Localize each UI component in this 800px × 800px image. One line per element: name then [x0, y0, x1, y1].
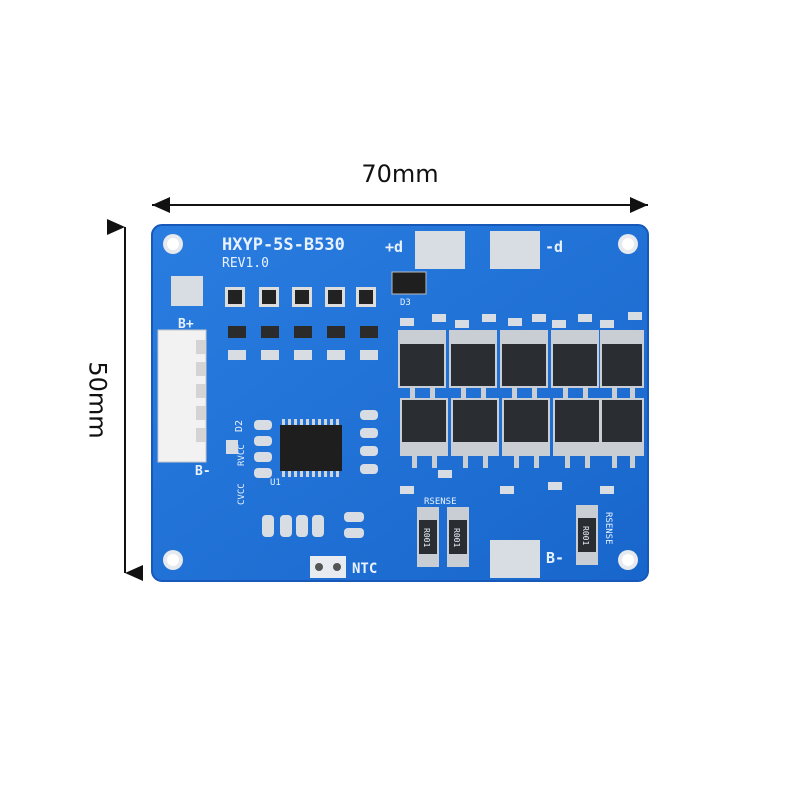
connector-pins — [196, 340, 206, 442]
top-resistor-row — [225, 287, 376, 307]
small-resistors-top-of-mosfets — [400, 312, 642, 494]
mosfet — [600, 330, 644, 456]
svg-text:R001: R001 — [581, 526, 590, 545]
rsense-right-label: RSENSE — [603, 512, 613, 545]
transistor-row — [228, 326, 378, 338]
ic-pins — [282, 419, 339, 477]
mounting-holes — [163, 234, 638, 570]
capacitor-column — [226, 410, 378, 538]
mosfet — [551, 330, 601, 456]
pad-b-minus — [490, 540, 540, 578]
mosfet — [398, 330, 448, 456]
diode-d3-label: D3 — [400, 298, 411, 308]
pad-plus-d — [415, 231, 465, 269]
mosfet — [500, 330, 550, 456]
board-model-label: HXYP-5S-B530 — [222, 235, 345, 255]
pad-minus-d-label: -d — [545, 238, 563, 256]
board-revision-label: REV1.0 — [222, 256, 269, 271]
pad-b-minus-label: B- — [546, 549, 564, 567]
mosfet-leads — [410, 388, 635, 468]
protection-ic — [280, 425, 342, 471]
svg-text:R001: R001 — [422, 528, 431, 547]
ntc-connector — [310, 556, 346, 578]
ntc-label: NTC — [352, 561, 377, 577]
pad-plus-d-label: +d — [385, 238, 403, 256]
rvcc-label: RVCC — [237, 444, 247, 466]
resistor-row-2 — [228, 350, 378, 360]
connector-b-minus-label: B- — [195, 464, 211, 479]
diode-d2-label: D2 — [234, 420, 245, 432]
sense-resistor: R001 — [447, 507, 469, 567]
diode-d3 — [391, 271, 427, 295]
width-dimension-label: 70mm — [361, 160, 439, 188]
pad-b-plus — [171, 276, 203, 306]
sense-resistor: R001 — [576, 505, 598, 565]
mosfet — [449, 330, 499, 456]
sense-resistor: R001 — [417, 507, 439, 567]
svg-text:R001: R001 — [452, 528, 461, 547]
rsense-left-label: RSENSE — [424, 497, 457, 507]
connector-b-plus-label: B+ — [178, 317, 194, 332]
pad-minus-d — [490, 231, 540, 269]
cvcc-label: CVCC — [237, 483, 247, 505]
mosfet-array — [398, 330, 644, 456]
ic-u1-label: U1 — [270, 478, 281, 488]
